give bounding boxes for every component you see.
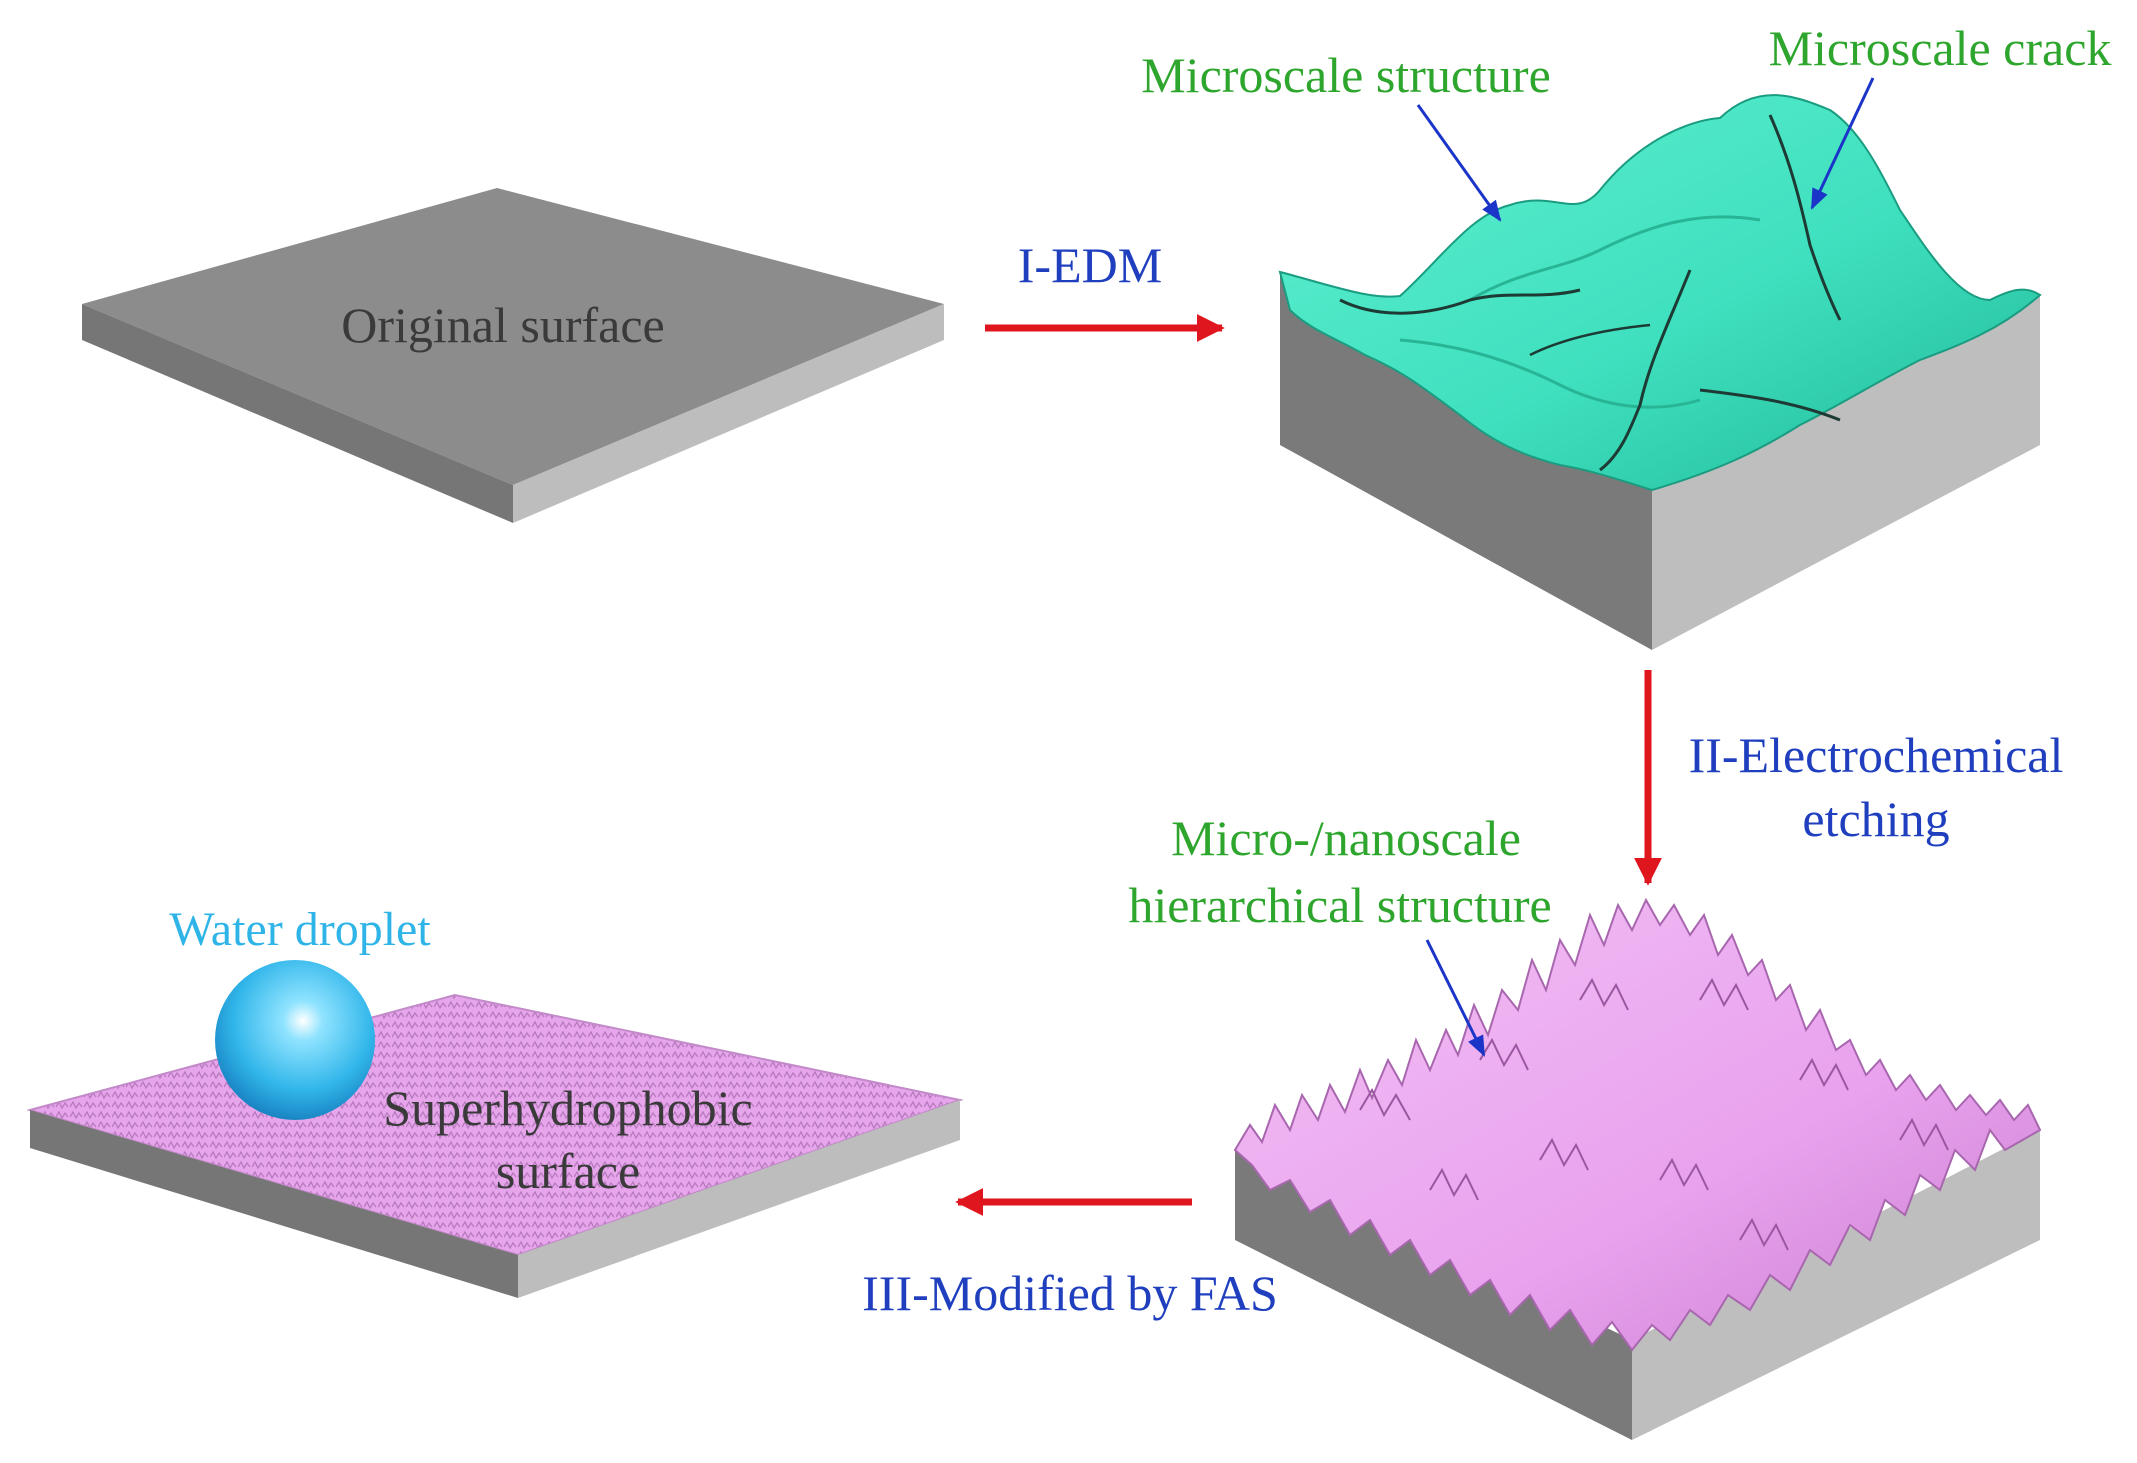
micro-surface <box>1278 94 2042 492</box>
micro-crack <box>1768 114 1842 321</box>
super-plate-front <box>518 1100 960 1298</box>
super-plate-side <box>30 1110 518 1298</box>
micro-ridge <box>1469 215 1761 302</box>
step2-label-line2: etching <box>1802 791 1949 847</box>
nano-texture <box>1359 977 1949 1251</box>
step2-label-line1: II-Electrochemical <box>1689 727 2064 783</box>
nano-block-left-face <box>1235 1150 1632 1440</box>
original-plate-front <box>513 304 944 523</box>
water-droplet-label: Water droplet <box>169 903 431 956</box>
original-plate <box>82 188 944 523</box>
step3-label: III-Modified by FAS <box>862 1265 1278 1321</box>
superhydrophobic-label-line1: Superhydrophobic <box>383 1080 752 1136</box>
micro-crack <box>1339 288 1581 315</box>
original-plate-top <box>82 188 944 485</box>
original-plate-side <box>82 304 513 523</box>
nano-surface <box>1233 897 2042 1352</box>
micro-block-right-face <box>1652 295 2040 650</box>
micro-nano-label-line2: hierarchical structure <box>1128 877 1551 933</box>
micro-nano-pointer <box>1425 939 1486 1057</box>
microscale-structure-pointer <box>1416 104 1502 222</box>
micro-ridge <box>1399 338 1701 409</box>
micro-crack <box>1599 269 1692 472</box>
microscale-block <box>1278 94 2042 650</box>
micro-nano-label-line1: Micro-/nanoscale <box>1171 810 1521 866</box>
micro-crack <box>1529 323 1651 357</box>
nano-block-right-face <box>1632 1130 2040 1440</box>
microscale-crack-label: Microscale crack <box>1769 20 2112 76</box>
microscale-structure-label: Microscale structure <box>1141 47 1551 103</box>
nanoscale-block <box>1233 897 2042 1440</box>
microscale-crack-pointer <box>1810 77 1875 210</box>
superhydrophobic-label-line2: surface <box>496 1143 640 1199</box>
micro-block-left-face <box>1280 272 1652 650</box>
water-droplet <box>215 960 375 1120</box>
micro-crack <box>1699 388 1841 422</box>
original-surface-label: Original surface <box>341 297 664 353</box>
step1-label: I-EDM <box>1018 237 1162 293</box>
